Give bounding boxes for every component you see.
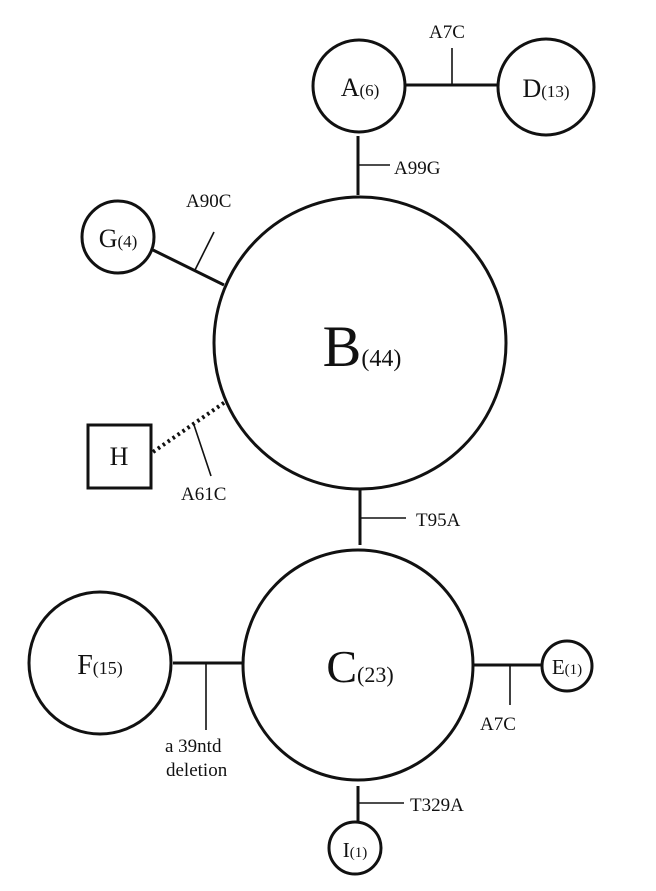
mutation-label-f-c-line2: deletion <box>166 760 228 781</box>
mutation-label-h-b: A61C <box>181 484 226 505</box>
node-a-circle <box>311 38 407 134</box>
node-d-label: D(13) <box>522 74 569 103</box>
tick-g-b <box>194 231 215 271</box>
node-e-circle <box>540 639 594 693</box>
mutation-label-a-b: A99G <box>394 158 441 179</box>
node-b-circle <box>212 195 508 491</box>
node-c-label: C(23) <box>326 641 393 692</box>
tick-h-b <box>192 421 212 477</box>
edge-g-b <box>152 248 225 287</box>
node-b-label: B(44) <box>323 314 402 379</box>
mutation-label-b-c: T95A <box>416 510 461 531</box>
node-h-square <box>86 423 153 490</box>
mutation-label-c-e: A7C <box>480 714 516 735</box>
node-i-circle <box>327 820 383 876</box>
mutation-label-g-b: A90C <box>186 191 231 212</box>
node-e-label: E(1) <box>552 655 582 679</box>
node-a-label: A(6) <box>341 73 380 102</box>
node-i-label: I(1) <box>343 838 368 862</box>
node-f-circle <box>27 590 173 736</box>
mutation-label-c-i: T329A <box>410 795 464 816</box>
node-g-circle <box>80 199 156 275</box>
mutation-label-f-c-line1: a 39ntd <box>165 736 222 757</box>
node-c-circle <box>241 548 475 782</box>
mutation-label-a-d: A7C <box>429 22 465 43</box>
node-g-label: G(4) <box>99 224 138 253</box>
node-h-label: H <box>110 442 129 471</box>
node-d-circle <box>496 37 596 137</box>
edge-h-b <box>151 398 230 454</box>
node-f-label: F(15) <box>77 650 123 681</box>
